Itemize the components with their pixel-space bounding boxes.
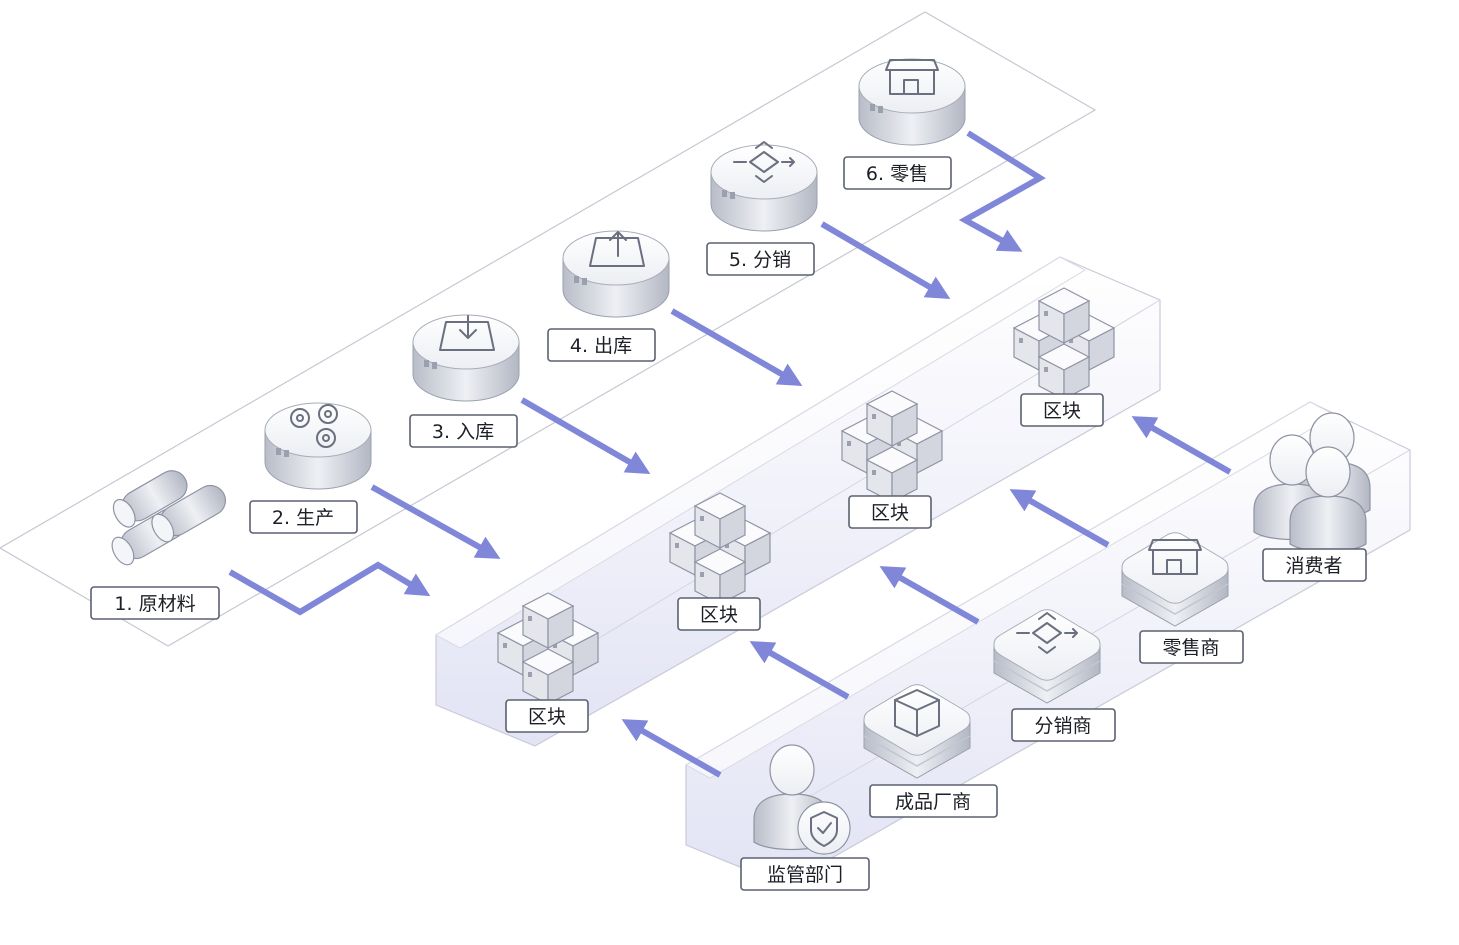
process-node-retail: [858, 58, 966, 146]
process-node-distribution: [710, 141, 818, 232]
participant-manufacturer: [863, 684, 971, 779]
arrow-4: [670, 308, 803, 386]
svg-text:零售商: 零售商: [1162, 637, 1219, 659]
svg-text:4. 出库: 4. 出库: [570, 335, 632, 357]
svg-text:监管部门: 监管部门: [767, 864, 843, 886]
svg-text:成品厂商: 成品厂商: [895, 791, 971, 813]
arrow-distributor: [879, 566, 980, 625]
participant-to-block-arrows: [621, 416, 1232, 778]
participant-retailer: [1121, 532, 1229, 627]
label-block-4: 区块: [1020, 393, 1104, 427]
regulator-shield-icon: [797, 801, 851, 855]
svg-text:区块: 区块: [528, 706, 566, 728]
label-inbound: 3. 入库: [409, 414, 518, 448]
arrow-3: [520, 397, 651, 474]
arrow-2: [370, 484, 501, 559]
distribute-arrows-icon: [1016, 612, 1078, 654]
svg-text:区块: 区块: [871, 502, 909, 524]
arrow-1: [228, 561, 431, 616]
process-to-block-arrows: [228, 130, 1046, 616]
label-retail: 6. 零售: [843, 156, 952, 190]
arrow-consumer: [1131, 416, 1232, 475]
blockchain-lane: [434, 256, 1161, 747]
label-block-3: 区块: [848, 495, 932, 529]
arrow-manufacturer: [749, 641, 850, 700]
svg-text:区块: 区块: [700, 604, 738, 626]
label-regulator: 监管部门: [740, 857, 870, 891]
svg-text:分销商: 分销商: [1034, 715, 1091, 737]
label-raw-material: 1. 原材料: [90, 586, 220, 620]
label-consumer: 消费者: [1262, 548, 1367, 582]
process-node-outbound: [562, 230, 670, 318]
gears-icon: [290, 404, 338, 448]
arrow-regulator: [621, 719, 722, 778]
svg-text:消费者: 消费者: [1285, 555, 1342, 577]
arrow-6: [958, 130, 1046, 252]
distribute-arrows-icon: [733, 141, 795, 183]
label-outbound: 4. 出库: [547, 328, 656, 362]
process-node-production: [264, 402, 372, 490]
svg-text:区块: 区块: [1043, 400, 1081, 422]
participant-distributor: [993, 609, 1101, 704]
label-production: 2. 生产: [249, 500, 358, 534]
label-distributor: 分销商: [1011, 708, 1116, 742]
pipes-icon: [111, 470, 226, 566]
arrow-retailer: [1009, 489, 1110, 548]
process-node-inbound: [412, 314, 520, 402]
label-distribution: 5. 分销: [706, 242, 815, 276]
arrow-5: [820, 221, 951, 300]
participant-regulator: [753, 744, 851, 855]
svg-text:5. 分销: 5. 分销: [729, 249, 791, 271]
storefront-icon: [885, 59, 939, 95]
inbox-import-icon: [439, 315, 495, 351]
svg-text:6. 零售: 6. 零售: [866, 163, 928, 185]
svg-text:1. 原材料: 1. 原材料: [114, 593, 195, 615]
svg-text:2. 生产: 2. 生产: [272, 507, 334, 529]
label-retailer: 零售商: [1139, 630, 1244, 664]
label-block-2: 区块: [677, 597, 761, 631]
svg-text:3. 入库: 3. 入库: [432, 421, 494, 443]
package-box-icon: [894, 689, 940, 737]
label-block-1: 区块: [505, 699, 589, 733]
outbox-export-icon: [589, 231, 645, 267]
label-manufacturer: 成品厂商: [869, 784, 998, 818]
storefront-icon: [1148, 539, 1202, 575]
